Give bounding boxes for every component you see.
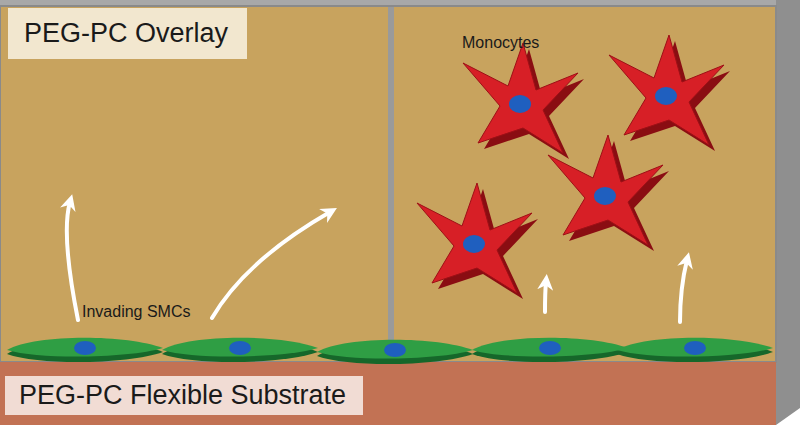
- chamber-outline: [0, 6, 776, 362]
- substrate: [0, 362, 776, 425]
- smc-cell: [7, 338, 163, 362]
- label-box: PEG-PC Overlay: [8, 8, 247, 59]
- annotation-label: Monocytes: [462, 34, 539, 52]
- smc-cell: [617, 338, 773, 362]
- monocyte: [463, 43, 584, 159]
- box-side: [776, 0, 800, 425]
- annotation-label: Invading SMCs: [82, 303, 191, 321]
- invasion-arrows: [67, 202, 687, 322]
- chamber-divider: [388, 6, 394, 362]
- monocyte: [417, 183, 538, 299]
- label-box: PEG-PC Flexible Substrate: [5, 376, 363, 415]
- box-title: PEG-PC Overlay: [24, 18, 231, 49]
- smc-cell: [317, 340, 473, 364]
- smc-cell: [162, 338, 318, 362]
- overlay-chamber: [394, 6, 776, 362]
- box-title: PEG-PC Flexible Substrate: [19, 380, 349, 411]
- monocyte: [548, 135, 669, 251]
- monocyte: [609, 35, 730, 151]
- smc-cell: [472, 338, 628, 362]
- overlay-chamber: [0, 6, 388, 362]
